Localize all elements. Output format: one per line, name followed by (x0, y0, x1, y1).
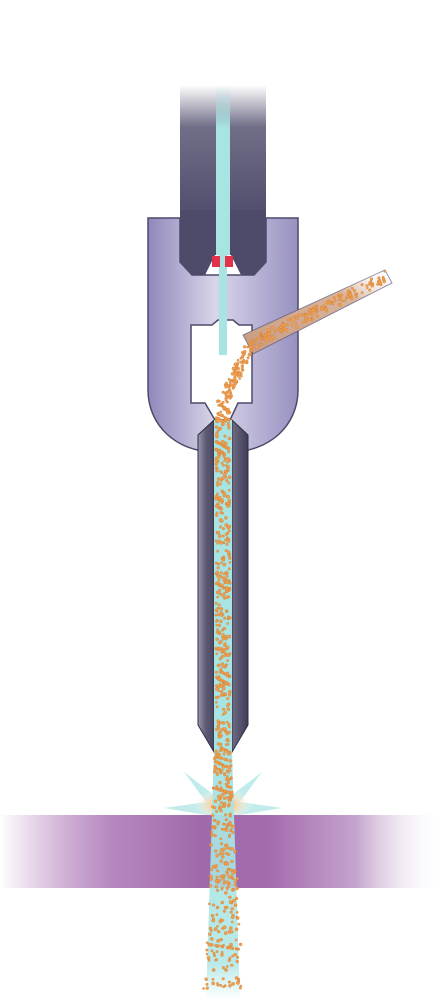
water-jet (216, 85, 230, 355)
mixing-chamber (190, 319, 253, 421)
abrasive-particles (202, 270, 387, 990)
orifice-jewel (212, 256, 233, 267)
